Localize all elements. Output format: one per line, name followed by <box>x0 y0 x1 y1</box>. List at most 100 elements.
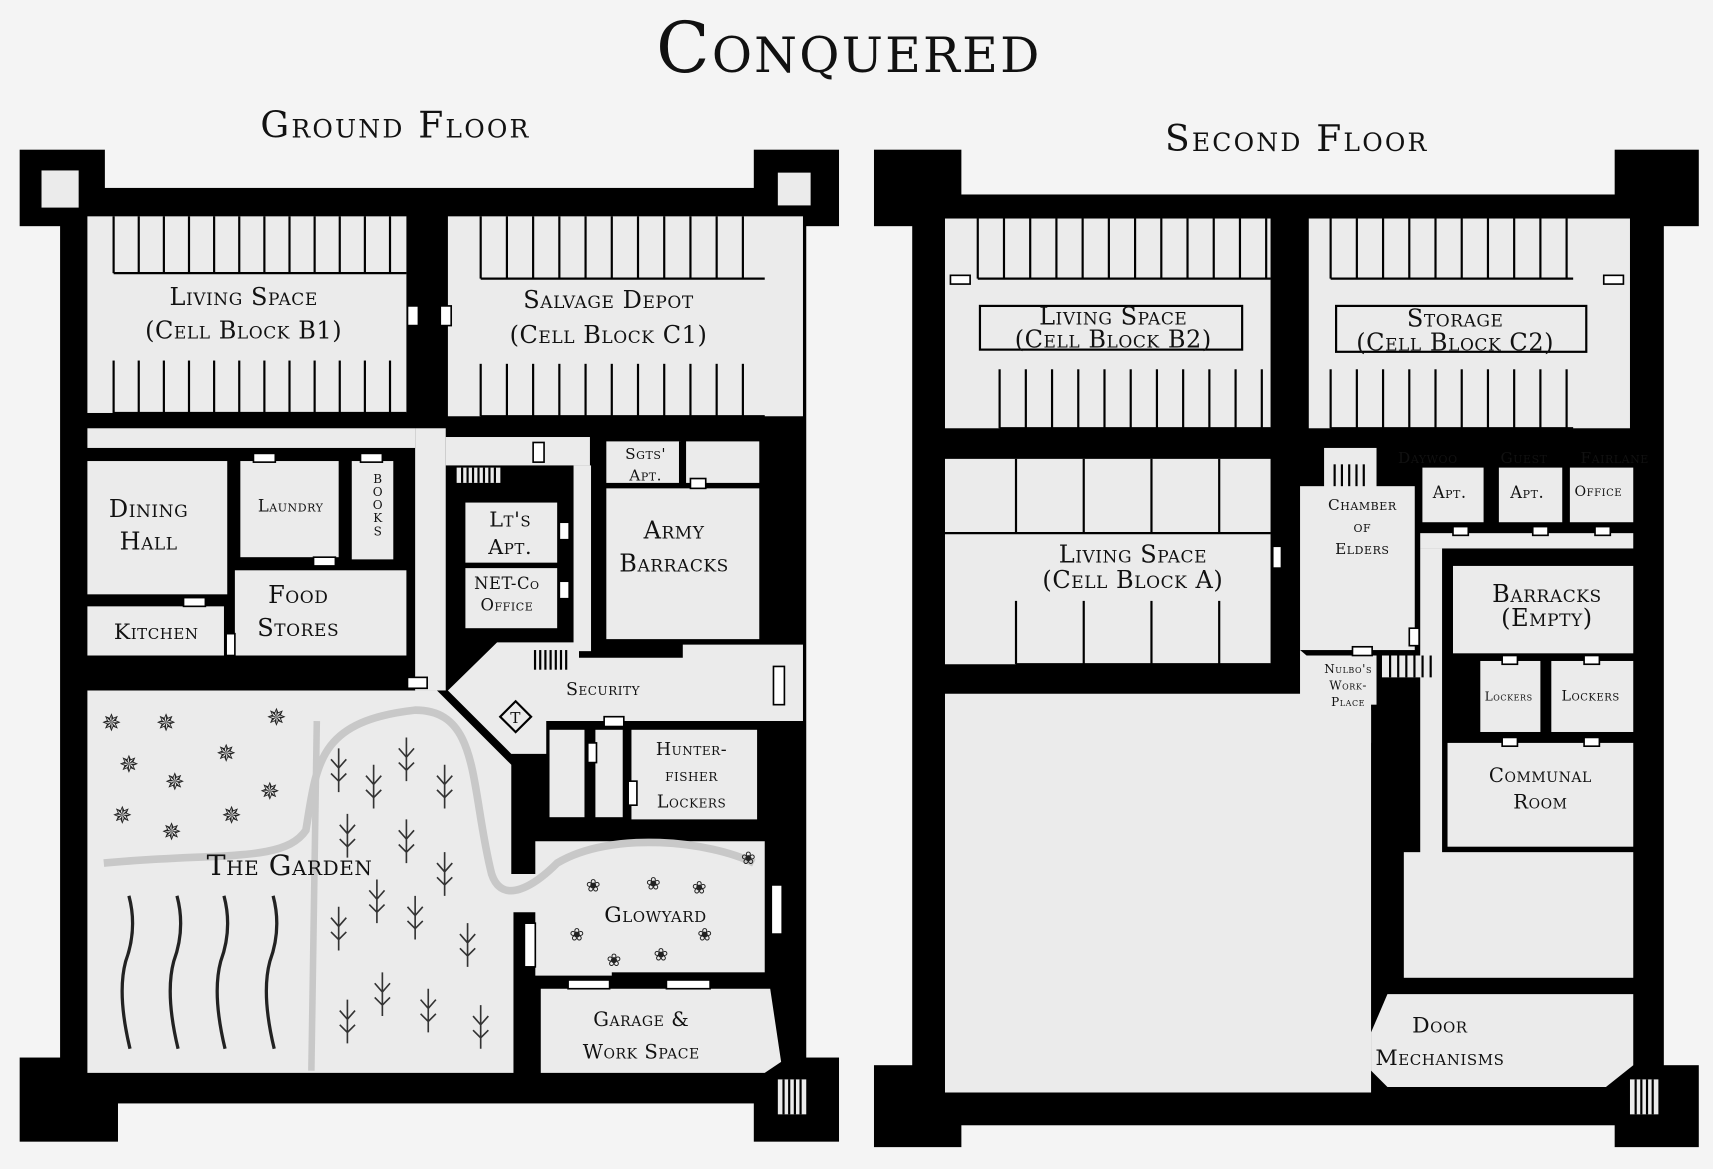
door-icon <box>523 922 537 968</box>
room-label: Storage <box>1407 305 1504 333</box>
room-security <box>447 642 803 754</box>
door-icon <box>627 780 638 806</box>
tree-icon <box>419 988 437 1033</box>
room-label: Garage & <box>593 1008 689 1031</box>
room-label: Mechanisms <box>1375 1046 1504 1071</box>
room-label: Lockers <box>1485 689 1533 703</box>
door-icon <box>665 979 711 990</box>
room-sgts-apt <box>606 441 681 483</box>
corridor <box>573 465 592 652</box>
room-food-stores <box>234 570 407 656</box>
room-label: Barracks <box>619 549 729 577</box>
door-icon <box>770 884 784 935</box>
room-label: Sgts' <box>625 445 666 463</box>
tree-icon <box>459 923 476 967</box>
vine-icon <box>215 895 230 1050</box>
door-icon <box>532 441 545 463</box>
door-icon <box>1452 525 1470 537</box>
door-icon <box>1408 627 1420 647</box>
tower-room <box>777 172 811 206</box>
vine-icon <box>168 895 183 1050</box>
room-salvage-depot <box>447 216 803 417</box>
tower-room <box>41 170 79 208</box>
tree-icon <box>472 1005 489 1049</box>
room-daywoo-apt <box>1422 467 1484 523</box>
door-icon <box>603 715 625 728</box>
door-icon <box>1602 274 1625 285</box>
room-fairlane-office <box>1569 467 1634 523</box>
room-label: Kitchen <box>114 620 199 645</box>
room-door-mechanisms <box>1371 994 1634 1088</box>
second-floor-heading: Second Floor <box>1165 118 1429 160</box>
room-label: (Cell Block C1) <box>510 321 708 349</box>
room-label: Food <box>268 581 328 609</box>
door-icon <box>225 632 236 657</box>
glow-plant-icon: ❀ <box>654 944 669 964</box>
room-label: Living Space <box>1039 302 1187 330</box>
room-empty-hall <box>944 693 1372 1093</box>
second-floor-plan: Living Space(Cell Block B2)Storage(Cell … <box>873 149 1699 1148</box>
room-label: Elders <box>1335 540 1389 558</box>
room-living-space-b1 <box>87 216 407 413</box>
door-icon <box>1594 525 1612 537</box>
corridor <box>1420 533 1634 549</box>
room-label: B <box>373 472 382 486</box>
stairs-icon <box>762 316 778 361</box>
door-icon <box>586 742 598 764</box>
room-label: Work- <box>1329 678 1367 692</box>
corridor <box>1420 548 1443 866</box>
room-label: Hunter- <box>656 740 727 760</box>
garden-star-plant-icon: ✵ <box>216 741 236 767</box>
stairs-icon <box>89 303 105 342</box>
room-label: Fairlane <box>1580 449 1648 467</box>
room-garage-work-space <box>540 988 782 1073</box>
corridor <box>445 437 590 466</box>
garden-star-plant-icon: ✵ <box>260 780 280 806</box>
room-lower <box>1403 852 1634 978</box>
vine-icon <box>264 895 279 1050</box>
garden-star-plant-icon: ✵ <box>101 711 121 737</box>
glow-plant-icon: ❀ <box>607 950 622 970</box>
glow-plant-icon: ❀ <box>586 875 601 895</box>
room-army-barracks <box>606 488 760 640</box>
garden-star-plant-icon: ✵ <box>156 711 176 737</box>
room-label: NET-Co <box>474 574 539 593</box>
cell-block-frame <box>978 304 1244 351</box>
tree-icon <box>339 813 356 858</box>
garden-star-plant-icon: ✵ <box>161 820 181 846</box>
room-guest-apt <box>1498 467 1563 523</box>
garden-star-plant-icon: ✵ <box>222 804 242 830</box>
door-icon <box>312 556 337 567</box>
room-kitchen <box>87 606 224 656</box>
door-icon <box>359 452 384 463</box>
room-label: Living Space <box>169 283 317 311</box>
stairs-icon <box>1381 655 1439 678</box>
room-label: Chamber <box>1328 496 1397 514</box>
room-label: of <box>1353 518 1371 536</box>
cell-block-frame <box>1335 304 1588 353</box>
door-icon <box>1501 654 1519 666</box>
room-lockers-2 <box>1551 660 1634 732</box>
room-barracks <box>1452 565 1634 654</box>
room-living-space-a <box>944 458 1271 665</box>
ground-floor-plan: ✵✵✵✵✵✵✵✵✵✵❀❀❀❀❀❀❀❀Living Space(Cell Bloc… <box>19 149 840 1142</box>
room-label: Door <box>1412 1013 1468 1038</box>
door-icon <box>949 274 971 285</box>
room-label: (Cell Block B1) <box>145 317 342 345</box>
garden-path <box>308 721 321 1071</box>
outer-wall <box>873 149 962 227</box>
room-label: Guest <box>1500 449 1547 467</box>
door-icon <box>1531 525 1549 537</box>
room-label: Glowyard <box>604 903 706 928</box>
stairs-icon <box>1608 289 1624 356</box>
door-icon <box>1351 645 1373 657</box>
door-icon <box>558 521 570 541</box>
room-label: Office <box>1574 484 1622 500</box>
tree-icon <box>368 879 386 924</box>
room-label: Apt. <box>1509 483 1544 502</box>
room-lockers <box>1480 660 1541 732</box>
room-label: Salvage Depot <box>523 286 694 314</box>
tree-icon <box>398 737 415 782</box>
room-label: Barracks <box>1492 580 1602 608</box>
room-label: S <box>374 524 383 538</box>
